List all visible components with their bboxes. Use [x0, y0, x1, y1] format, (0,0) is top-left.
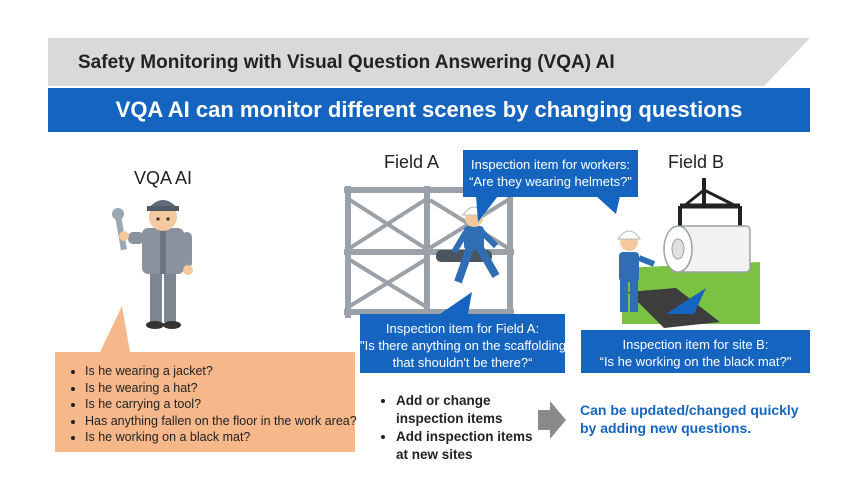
- field-a-callout-line3: that shouldn't be there?“: [392, 355, 533, 370]
- vqa-ai-label: VQA AI: [134, 168, 193, 188]
- site-b-callout-line2: “Is he working on the black mat?": [599, 354, 792, 369]
- list-item: Is he carrying a tool?: [85, 396, 355, 413]
- worker-a-illustration: [451, 206, 500, 284]
- workers-pointer-a: [476, 196, 498, 222]
- site-b-pointer: [666, 288, 706, 314]
- workers-callout-line1: Inspection item for workers:: [471, 157, 630, 172]
- arrow-icon: [538, 401, 566, 439]
- field-b-label: Field B: [668, 152, 725, 172]
- site-b-callout-line1: Inspection item for site B:: [622, 337, 769, 352]
- field-a-callout-line1: Inspection item for Field A:: [385, 321, 540, 336]
- site-b-illustration: [617, 178, 760, 328]
- actions-list: Add or change inspection items Add inspe…: [376, 392, 533, 464]
- action-item-1-line1: Add or change: [396, 393, 491, 408]
- workers-callout: Inspection item for workers: “Are they w…: [463, 150, 638, 197]
- list-item: Is he wearing a jacket?: [85, 363, 355, 380]
- field-a-pointer: [440, 292, 472, 314]
- action-item-2: Add inspection items at new sites: [396, 428, 533, 464]
- page-title: Safety Monitoring with Visual Question A…: [78, 52, 615, 73]
- action-item-2-line2: at new sites: [396, 447, 473, 462]
- field-a-callout: Inspection item for Field A: "Is there a…: [360, 314, 567, 373]
- field-a-label: Field A: [384, 152, 440, 172]
- action-item-2-line1: Add inspection items: [396, 429, 533, 444]
- result-line2: by adding new questions.: [580, 420, 752, 436]
- banner-text: VQA AI can monitor different scenes by c…: [115, 97, 743, 122]
- black-mat: [628, 288, 720, 328]
- field-a-callout-line2: "Is there anything on the scaffolding: [360, 338, 567, 353]
- questions-box: Is he wearing a jacket? Is he wearing a …: [55, 352, 357, 452]
- action-item-1: Add or change inspection items: [396, 392, 533, 428]
- list-item: Is he working on a black mat?: [85, 429, 355, 446]
- action-item-1-line2: inspection items: [396, 411, 503, 426]
- questions-list: Is he wearing a jacket? Is he wearing a …: [63, 363, 357, 446]
- ai-worker-illustration: [112, 200, 193, 329]
- banner: [48, 88, 810, 132]
- result-line1: Can be updated/changed quickly: [580, 402, 799, 418]
- list-item: Is he wearing a hat?: [85, 380, 355, 397]
- result-text: Can be updated/changed quickly by adding…: [580, 401, 799, 437]
- workers-pointer-b: [596, 196, 620, 214]
- list-item: Has anything fallen on the floor in the …: [85, 413, 357, 430]
- workers-callout-line2: “Are they wearing helmets?": [469, 174, 632, 189]
- title-bar: [48, 38, 810, 86]
- site-b-callout: Inspection item for site B: “Is he worki…: [581, 330, 810, 373]
- orange-pointer: [100, 306, 130, 352]
